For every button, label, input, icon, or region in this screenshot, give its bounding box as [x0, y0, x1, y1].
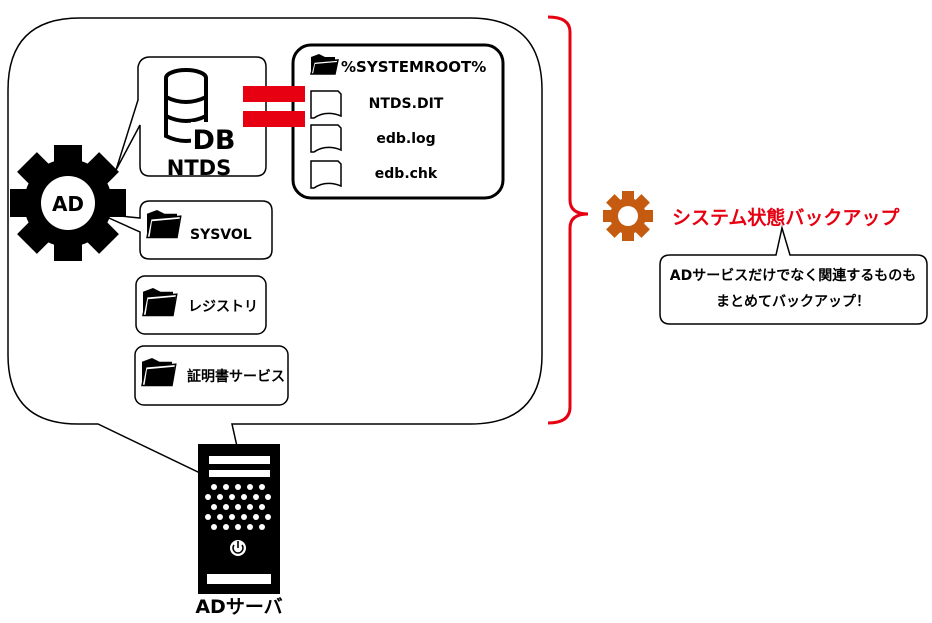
registry-label: レジストリ	[188, 299, 258, 315]
systemroot-label: %SYSTEMROOT%	[341, 58, 486, 76]
folder-icon	[310, 54, 339, 75]
folder-icon	[141, 358, 177, 387]
note-line-1: ADサービスだけでなく関連するものも	[670, 267, 916, 284]
db-label: DB	[193, 125, 236, 156]
sysvol-label: SYSVOL	[190, 227, 252, 243]
cert-box	[134, 345, 289, 406]
ad-gear-label: AD	[52, 192, 84, 216]
equals-icon	[243, 86, 305, 127]
gear-icon	[10, 145, 126, 261]
power-icon	[230, 540, 246, 556]
file-ntds-dit: NTDS.DIT	[369, 96, 444, 112]
ntds-label: NTDS	[167, 156, 231, 180]
folder-icon	[146, 210, 182, 239]
ad-server-caption: ADサーバ	[195, 596, 282, 618]
registry-box	[135, 275, 267, 335]
cert-label: 証明書サービス	[187, 368, 285, 385]
file-icon	[310, 160, 342, 189]
file-edb-chk: edb.chk	[375, 166, 438, 182]
server-icon	[198, 444, 280, 594]
note-line-2: まとめてバックアップ！	[716, 294, 870, 310]
sysvol-callout	[99, 200, 273, 260]
system-state-title: システム状態バックアップ	[672, 206, 900, 229]
file-edb-log: edb.log	[376, 131, 435, 147]
folder-icon	[142, 288, 178, 317]
gear-icon	[603, 191, 653, 241]
file-icon	[310, 90, 342, 119]
note-callout	[659, 225, 928, 325]
file-icon	[310, 124, 342, 153]
brace-icon	[547, 15, 589, 425]
